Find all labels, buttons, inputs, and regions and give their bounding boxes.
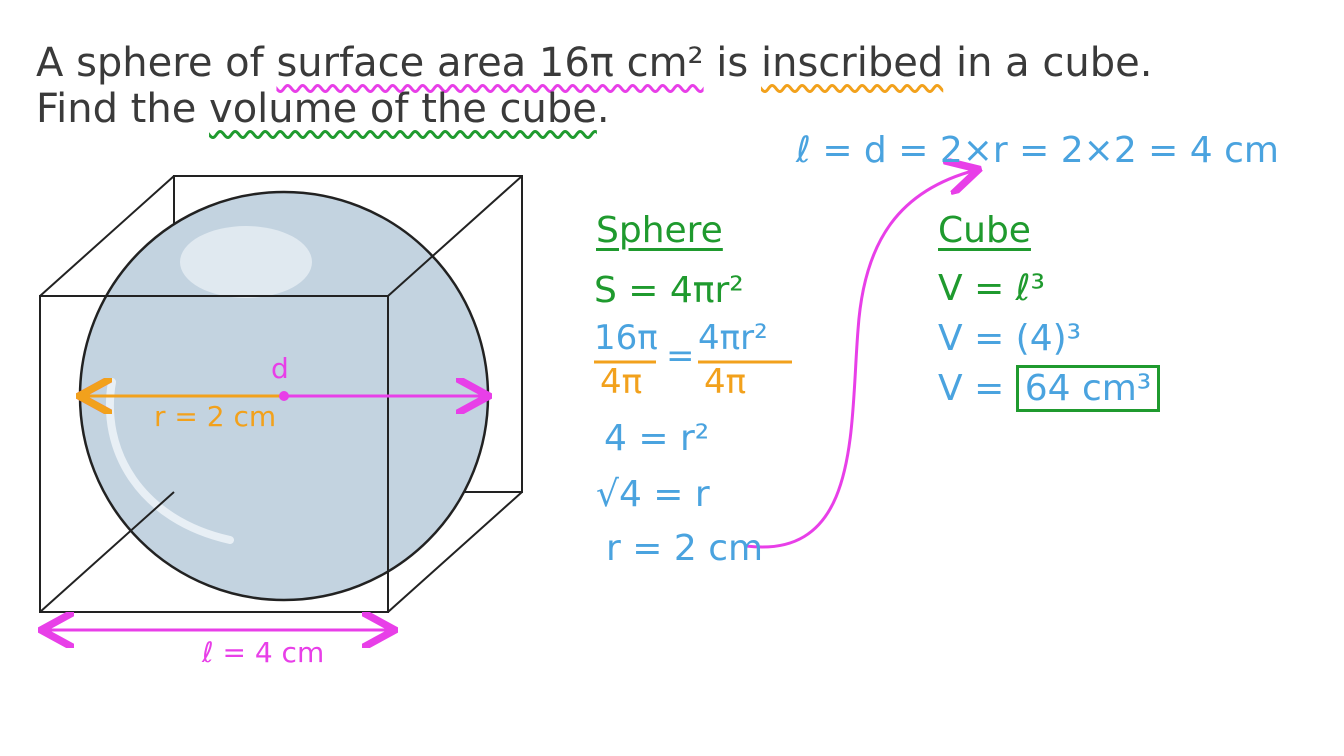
- equals-sign: =: [666, 336, 695, 376]
- problem-text: Find the: [36, 86, 210, 132]
- problem-line-2: Find the volume of the cube.: [36, 86, 1152, 132]
- highlight-surface-area: surface area 16π cm²: [276, 40, 704, 86]
- step-square-root: √4 = r: [596, 474, 710, 515]
- problem-text: in a cube.: [943, 40, 1153, 86]
- problem-text: .: [596, 86, 610, 132]
- label-edge-length: ℓ = 4 cm: [202, 636, 325, 669]
- fraction-right-denominator: 4π: [704, 362, 747, 402]
- sphere-heading: Sphere: [596, 210, 723, 251]
- fraction-left-denominator: 4π: [600, 362, 643, 402]
- cube-result-prefix: V =: [938, 368, 1005, 409]
- step-r-squared: 4 = r²: [604, 418, 710, 459]
- label-radius: r = 2 cm: [154, 400, 277, 433]
- fraction-left-numerator: 16π: [594, 318, 658, 358]
- cube-substitution: V = (4)³: [938, 318, 1082, 359]
- label-d: d: [271, 352, 289, 385]
- sphere-formula: S = 4πr²: [594, 270, 744, 311]
- problem-line-1: A sphere of surface area 16π cm² is insc…: [36, 40, 1152, 86]
- highlight-inscribed: inscribed: [760, 40, 944, 86]
- problem-text: is: [703, 40, 761, 86]
- cube-heading: Cube: [938, 210, 1031, 251]
- step-radius-result: r = 2 cm: [606, 528, 764, 569]
- cube-edge: [39, 175, 175, 297]
- cube-formula: V = ℓ³: [938, 268, 1045, 309]
- problem-statement: A sphere of surface area 16π cm² is insc…: [36, 40, 1152, 132]
- sphere-center-point: [279, 391, 289, 401]
- cube-edge: [387, 175, 523, 297]
- answer-box: 64 cm³: [1015, 365, 1161, 412]
- cube-result-row: V = 64 cm³: [938, 365, 1161, 412]
- connector-arrow: [745, 170, 976, 549]
- problem-text: A sphere of: [36, 40, 277, 86]
- top-equation: ℓ = d = 2×r = 2×2 = 4 cm: [796, 130, 1279, 171]
- sphere-highlight: [180, 226, 312, 298]
- cube-edge: [387, 491, 523, 613]
- fraction-right-numerator: 4πr²: [698, 318, 768, 358]
- cube-edge: [39, 491, 175, 613]
- highlight-volume-of-cube: volume of the cube: [209, 86, 597, 132]
